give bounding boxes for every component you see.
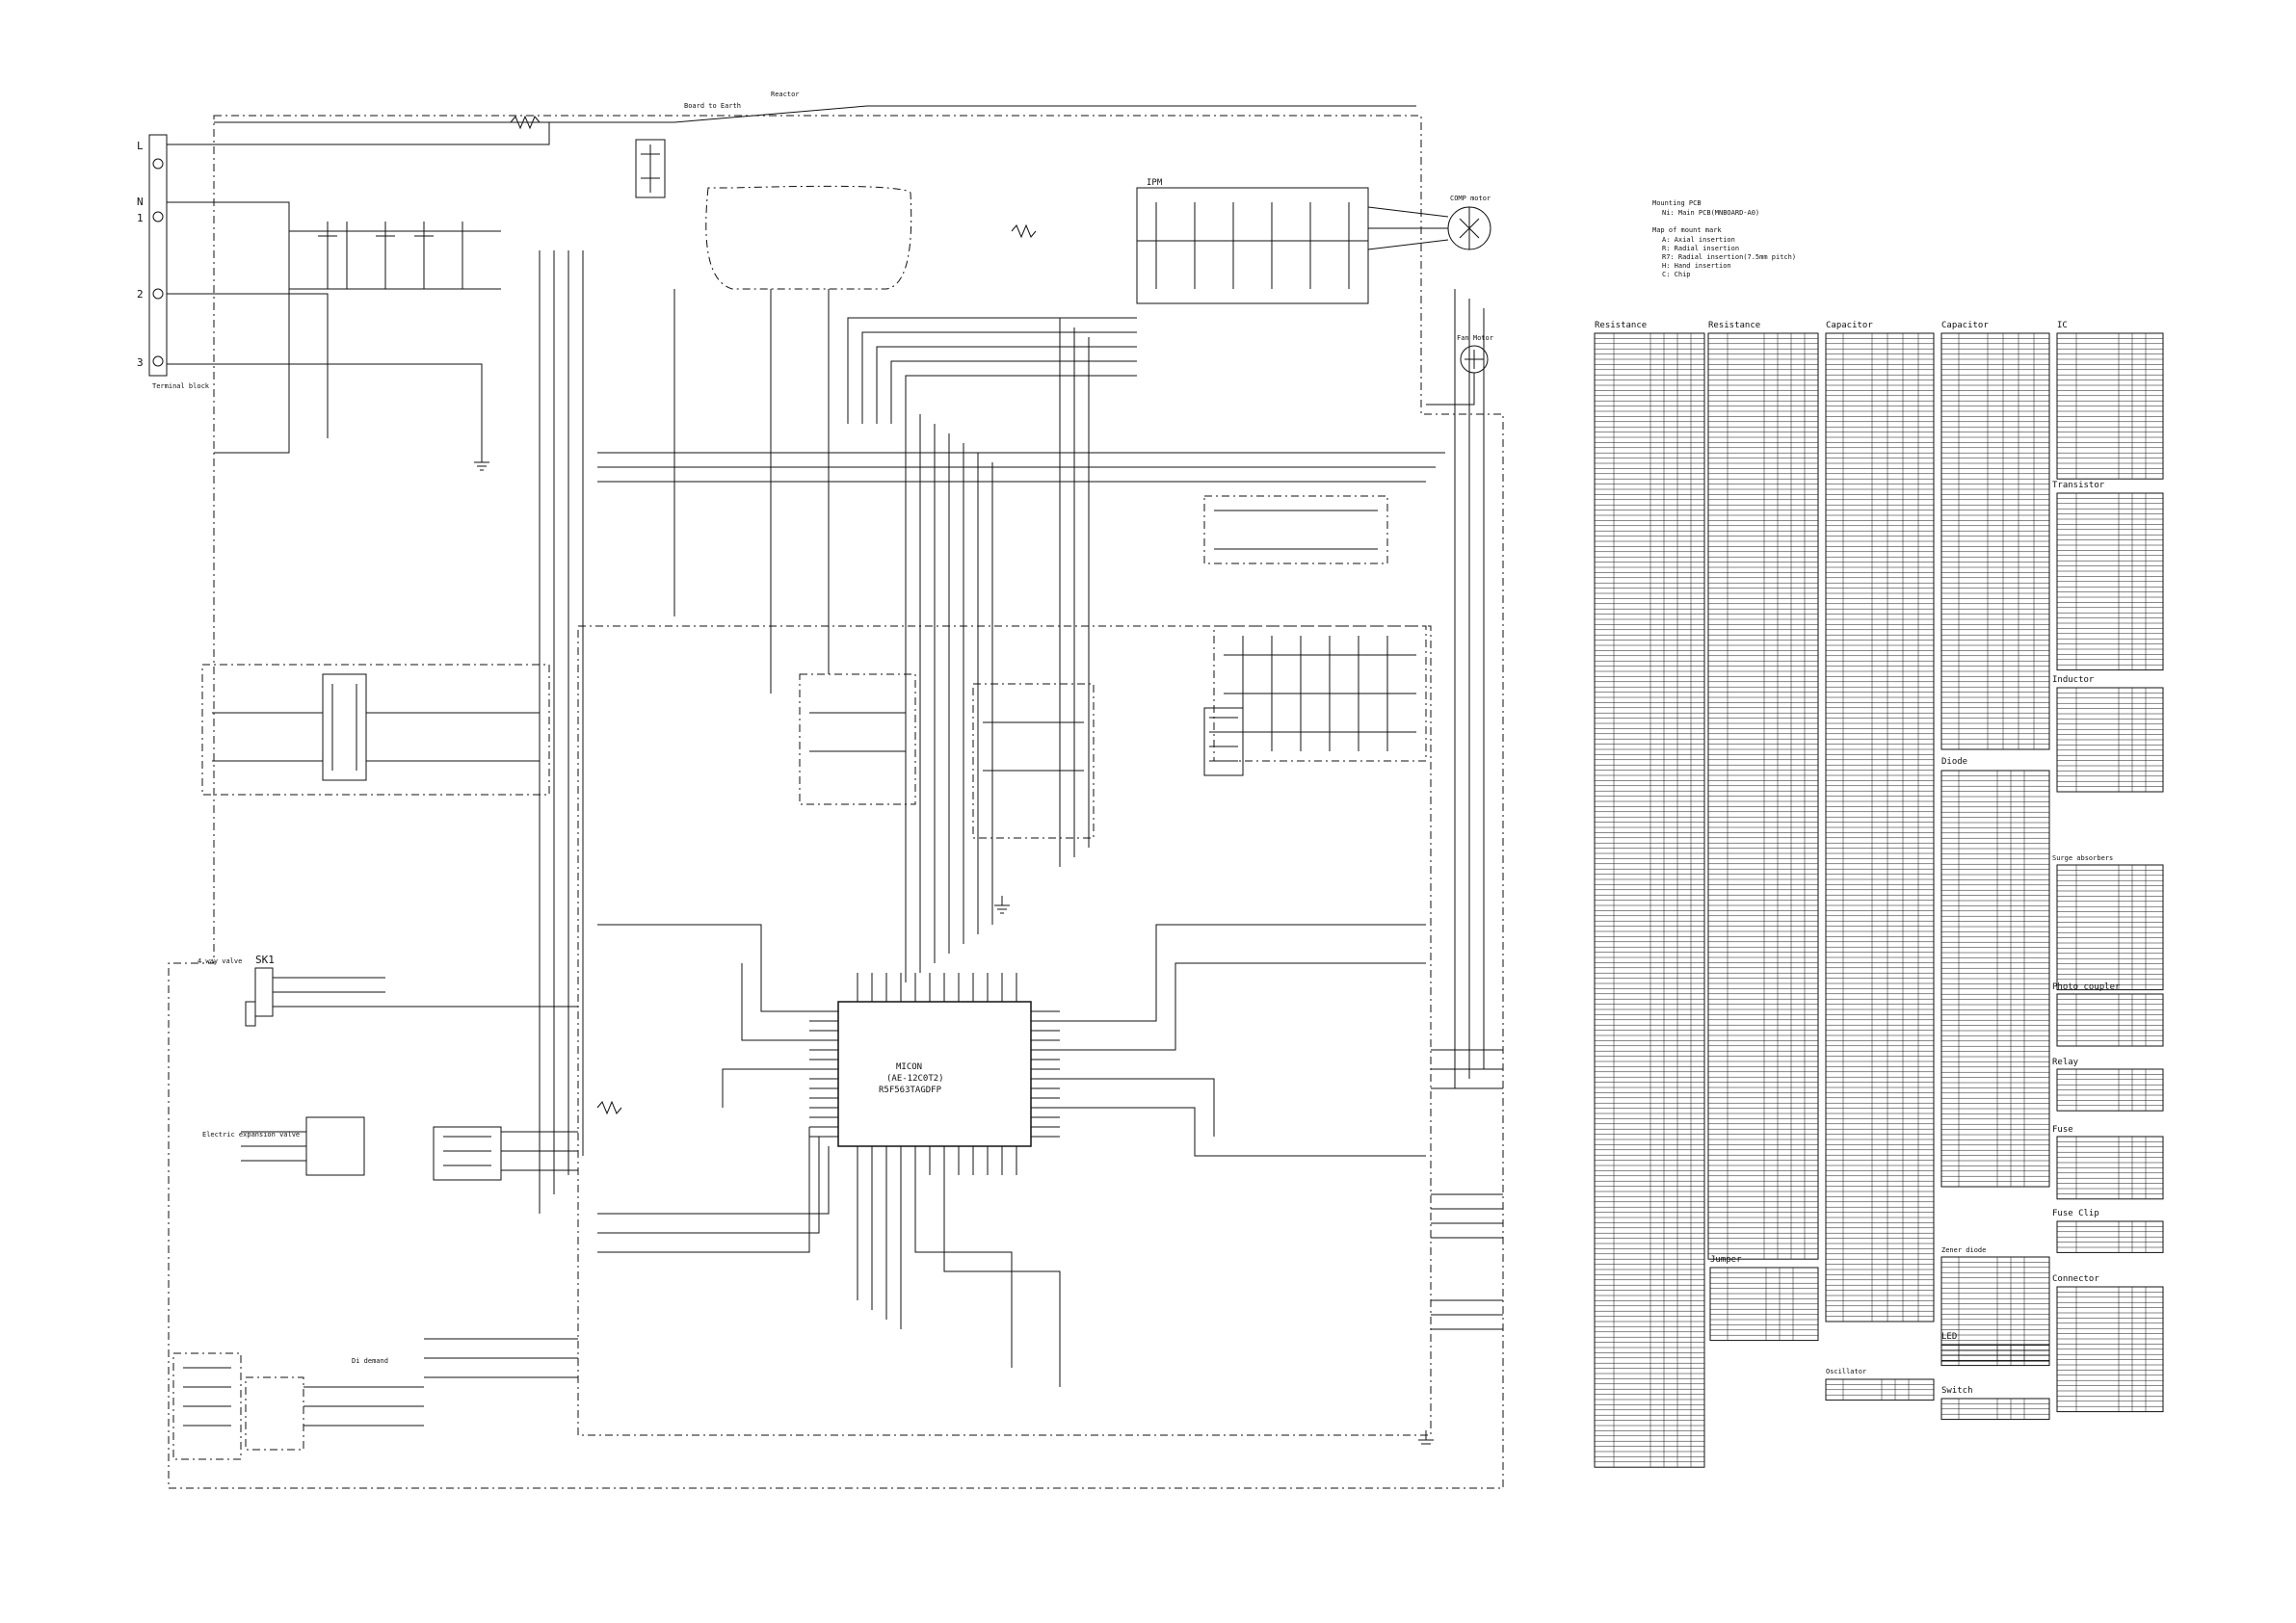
- micon-mcu-label: R5F563TAGDFP: [879, 1086, 942, 1095]
- ipm-label: IPM: [1147, 178, 1163, 188]
- table-grid-resistance-2: [1707, 332, 1819, 1260]
- fan-motor: [1426, 345, 1489, 406]
- electric-expansion-valve-label: Electric expansion valve: [202, 1131, 300, 1139]
- mount-key-h: H: Hand insertion: [1662, 262, 1731, 270]
- schematic: [148, 105, 1504, 1489]
- subtitle-switch: Switch: [1941, 1386, 1973, 1396]
- subtitle-photo-coupler: Photo coupler: [2052, 982, 2121, 992]
- port-label-3: 3: [137, 356, 144, 369]
- fan-motor-label: Fan Motor: [1457, 334, 1493, 342]
- di-demand-label: Di demand: [352, 1357, 388, 1365]
- table-grid-ic: [2056, 332, 2164, 480]
- subtitle-transistor: Transistor: [2052, 481, 2105, 490]
- four-way-valve-label: 4 way valve: [198, 957, 242, 965]
- table-grid-switch: [1940, 1398, 2050, 1421]
- comp-motor: [1367, 206, 1491, 250]
- table-grid-transistor: [2056, 492, 2164, 671]
- sk1-label: SK1: [255, 954, 275, 966]
- reactor-label: Reactor: [771, 91, 800, 98]
- subtitle-inductor: Inductor: [2052, 675, 2095, 685]
- board-outline: [168, 115, 1504, 1489]
- table-grid-jumper: [1709, 1267, 1819, 1342]
- table-grid-diode: [1940, 770, 2050, 1188]
- table-grid-surge-absorbers: [2056, 864, 2164, 991]
- table-grid-fuse-clip: [2056, 1220, 2164, 1253]
- micon-label: MICON: [896, 1062, 922, 1072]
- micon-chip: [809, 973, 1060, 1175]
- subtitle-connector: Connector: [2052, 1274, 2099, 1284]
- col-title-cap2: Capacitor: [1941, 321, 1989, 330]
- mount-key-c: C: Chip: [1662, 271, 1691, 278]
- table-grid-relay: [2056, 1068, 2164, 1112]
- mount-key-title: Map of mount mark: [1652, 226, 1722, 234]
- control-board-outline: [577, 625, 1432, 1436]
- subtitle-diode: Diode: [1941, 757, 1967, 767]
- ipm-module: [1136, 187, 1369, 304]
- comp-motor-label: COMP motor: [1450, 195, 1491, 202]
- col-title-cap1: Capacitor: [1826, 321, 1873, 330]
- reactor-region: [705, 185, 912, 290]
- parts-tables: Resistance Resistance Capacitor Capacito…: [1594, 321, 2164, 1468]
- table-grid-capacitor-2: [1940, 332, 2050, 750]
- col-title-res1: Resistance: [1595, 321, 1647, 330]
- schematic-labels: L N 1 2 3 Terminal block Reactor Board t…: [137, 91, 1493, 1365]
- table-grid-fuse: [2056, 1136, 2164, 1200]
- subtitle-zener-diode: Zener diode: [1941, 1246, 1986, 1254]
- terminal-block-label: Terminal block: [152, 382, 210, 390]
- subtitle-relay: Relay: [2052, 1058, 2079, 1067]
- table-grid-photo-coupler: [2056, 993, 2164, 1047]
- col-title-ic: IC: [2057, 321, 2068, 330]
- subtitle-oscillator: Oscillator: [1826, 1368, 1866, 1375]
- table-grid-inductor: [2056, 687, 2164, 793]
- table-grid-oscillator: [1825, 1378, 1935, 1401]
- mount-key-r7: R7: Radial insertion(7.5mm pitch): [1662, 253, 1796, 261]
- port-label-n: N: [137, 196, 144, 208]
- mount-legend-subtitle: Ni: Main PCB(MNBOARD-A0): [1662, 209, 1759, 217]
- board-to-earth-label: Board to Earth: [684, 102, 741, 110]
- table-grid-resistance-1: [1594, 332, 1705, 1468]
- subtitle-fuse-clip: Fuse Clip: [2052, 1209, 2099, 1218]
- table-grid-led: [1940, 1344, 2050, 1367]
- terminal-block: [148, 134, 214, 377]
- col-title-res2: Resistance: [1708, 321, 1760, 330]
- subtitle-jumper: Jumper: [1710, 1255, 1742, 1265]
- port-label-1: 1: [137, 212, 144, 224]
- subtitle-surge-absorbers: Surge absorbers: [2052, 854, 2113, 862]
- table-grid-capacitor-1: [1825, 332, 1935, 1322]
- micon-part-label: (AE-12C0T2): [886, 1074, 944, 1084]
- mount-key-r: R: Radial insertion: [1662, 245, 1739, 252]
- bridge-rectifier: [635, 139, 666, 198]
- table-grid-zener-diode: [1940, 1256, 2050, 1362]
- mount-key-a: A: Axial insertion: [1662, 236, 1735, 244]
- port-label-2: 2: [137, 288, 144, 301]
- mount-legend: Mounting PCB Ni: Main PCB(MNBOARD-A0) Ma…: [1652, 199, 1796, 278]
- subtitle-led: LED: [1941, 1332, 1957, 1342]
- port-label-l: L: [137, 140, 144, 152]
- subtitle-fuse: Fuse: [2052, 1125, 2073, 1135]
- table-grid-connector: [2056, 1286, 2164, 1413]
- mount-legend-title: Mounting PCB: [1652, 199, 1702, 207]
